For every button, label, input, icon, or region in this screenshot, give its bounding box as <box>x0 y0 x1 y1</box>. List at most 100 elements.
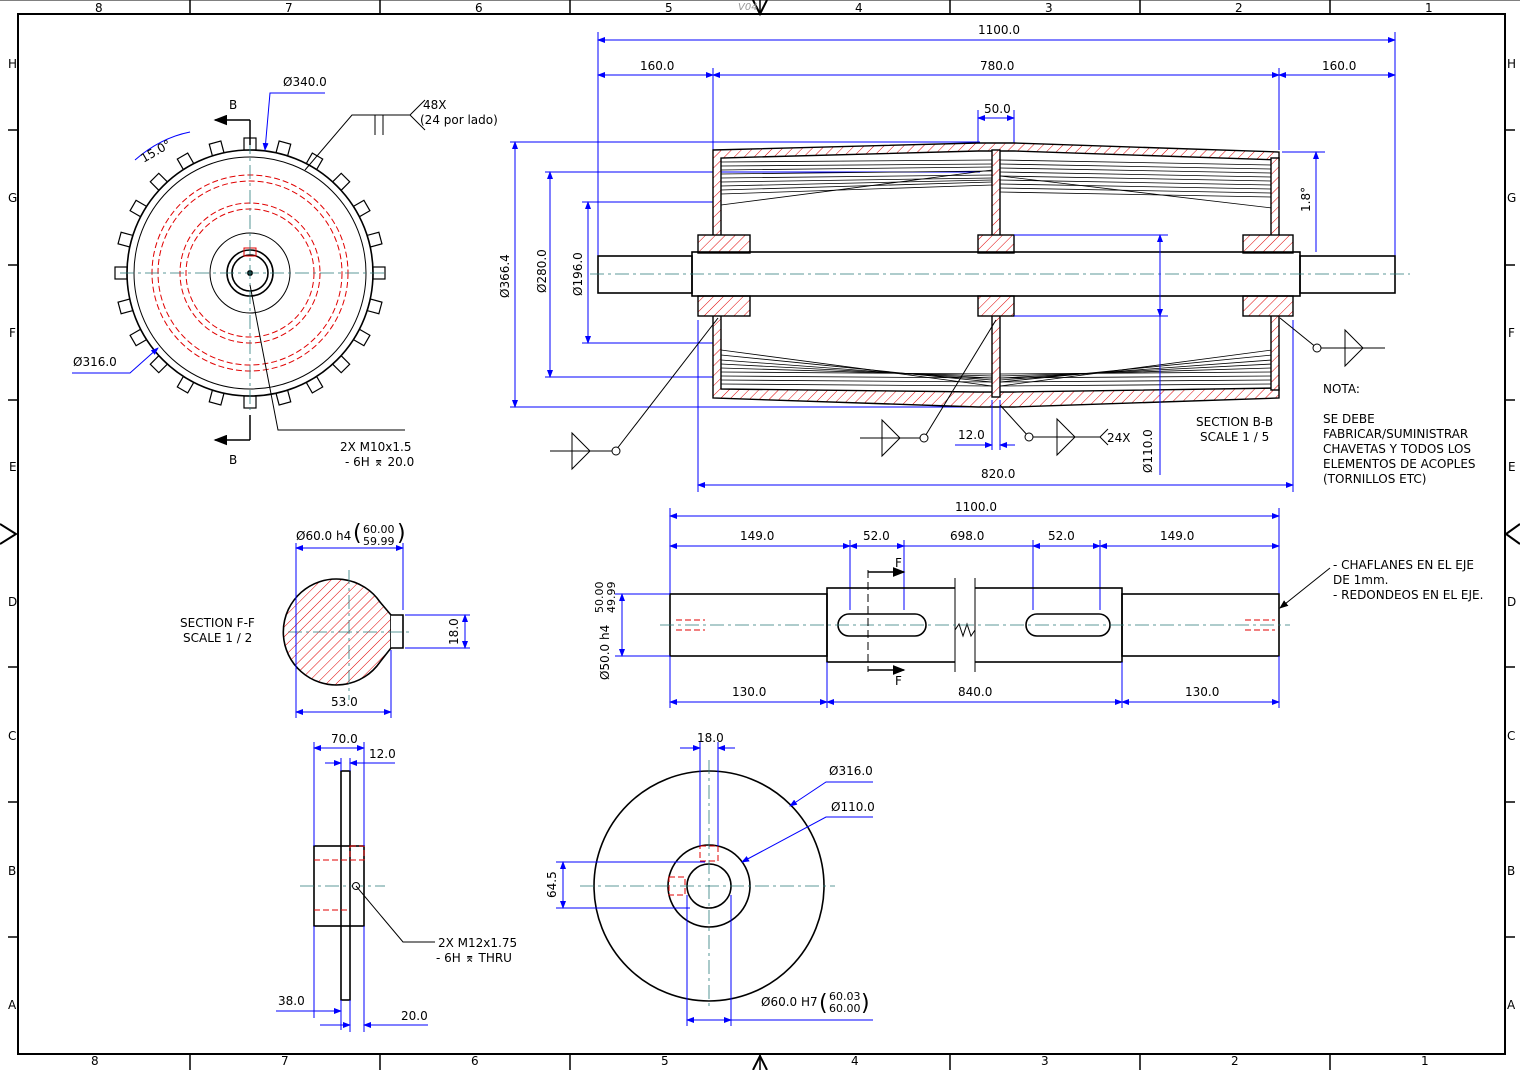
section-b-label-bottom: B <box>229 453 237 467</box>
drum-outer-diameter: Ø366.4 <box>498 254 512 298</box>
disc-hub-diameter: Ø110.0 <box>831 800 875 814</box>
sprocket-tooth <box>176 375 195 394</box>
note-block: NOTA: SE DEBE FABRICAR/SUMINISTRAR CHAVE… <box>1323 382 1476 486</box>
zone-col-1: 1 <box>1425 1 1433 15</box>
shaft-diameter: Ø110.0 <box>1141 429 1155 473</box>
section-ff-title: SECTION F-F <box>180 616 255 630</box>
shaft-tol-upper: 50.00 <box>593 582 606 614</box>
sprocket-thread-spec: 2X M10x1.5 <box>340 440 411 454</box>
sprocket-tooth <box>305 152 324 171</box>
zone-row-a-right: A <box>1507 998 1516 1012</box>
sprocket-tooth <box>129 199 148 218</box>
note-line-1: SE DEBE <box>1323 412 1375 426</box>
sprocket-tooth <box>305 375 324 394</box>
zone-labels: 8 7 6 5 4 3 2 1 V04 8 7 6 5 4 3 2 1 H G … <box>8 1 1516 1068</box>
zone-col-4-bottom: 4 <box>851 1054 859 1068</box>
section-ff-view: Ø60.0 h4 ( 60.00 59.99 ) 53.0 18.0 SECTI… <box>180 521 470 718</box>
sprocket-inner-diameter: Ø316.0 <box>73 355 117 369</box>
zone-col-3-bottom: 3 <box>1041 1054 1049 1068</box>
zone-col-7-bottom: 7 <box>281 1054 289 1068</box>
disc-bore-diameter: Ø60.0 H7 <box>761 995 818 1009</box>
shaft-note-chamfer-size: DE 1mm. <box>1333 573 1388 587</box>
teeth-per-side: (24 por lado) <box>420 113 498 127</box>
disc-diameter: Ø196.0 <box>571 252 585 296</box>
disc-outer-diameter: Ø316.0 <box>829 764 873 778</box>
ff-tol-paren-right: ) <box>397 521 406 546</box>
zone-row-d: D <box>8 595 17 609</box>
hub-offset-20: 20.0 <box>401 1009 428 1023</box>
hub-thread-spec: 2X M12x1.75 <box>438 936 517 950</box>
disc-tol-paren-left: ( <box>819 991 828 1016</box>
zone-row-c-right: C <box>1507 729 1515 743</box>
section-bb-title: SECTION B-B <box>1196 415 1273 429</box>
ff-width: 53.0 <box>331 695 358 709</box>
left-extension: 160.0 <box>640 59 674 73</box>
shaft-dim-c: 698.0 <box>950 529 984 543</box>
hub-thread-depth: - 6H ⌆ THRU <box>436 951 512 965</box>
sprocket-tooth <box>352 199 371 218</box>
zone-col-5-bottom: 5 <box>661 1054 669 1068</box>
shaft-overall-length: 1100.0 <box>955 500 997 514</box>
zone-col-6-bottom: 6 <box>471 1054 479 1068</box>
shaft-left-length: 130.0 <box>732 685 766 699</box>
section-b-label-top: B <box>229 98 237 112</box>
tooth-angle: 15.0° <box>138 137 173 165</box>
weld-gap: 12.0 <box>958 428 985 442</box>
teeth-count: 48X <box>423 98 447 112</box>
shaft-mid-length: 840.0 <box>958 685 992 699</box>
zone-col-8-bottom: 8 <box>91 1054 99 1068</box>
plate-thickness: 12.0 <box>369 747 396 761</box>
sprocket-tooth <box>352 328 371 347</box>
disc-keyway-height: 64.5 <box>545 871 559 898</box>
hub-width-70: 70.0 <box>331 732 358 746</box>
zone-row-d-right: D <box>1507 595 1516 609</box>
zone-row-a: A <box>8 998 17 1012</box>
shaft-note-fillet: - REDONDEOS EN EL EJE. <box>1333 588 1483 602</box>
right-extension: 160.0 <box>1322 59 1356 73</box>
section-bb-view: 1100.0 160.0 780.0 160.0 50.0 Ø366.4 Ø28… <box>498 23 1410 492</box>
ff-tol-paren-left: ( <box>353 521 362 546</box>
zone-col-7: 7 <box>285 1 293 15</box>
zone-row-f-right: F <box>1508 326 1515 340</box>
drum-inner-diameter: Ø280.0 <box>535 249 549 293</box>
zone-col-2: 2 <box>1235 1 1243 15</box>
section-ff-scale: SCALE 1 / 2 <box>183 631 252 645</box>
shaft-dim-e: 149.0 <box>1160 529 1194 543</box>
hub-span-length: 820.0 <box>981 467 1015 481</box>
zone-col-8: 8 <box>95 1 103 15</box>
zone-row-g-right: G <box>1507 191 1516 205</box>
roller-overall-length: 1100.0 <box>978 23 1020 37</box>
shaft-dim-b: 52.0 <box>863 529 890 543</box>
zone-col-5: 5 <box>665 1 673 15</box>
ff-key-width: 18.0 <box>447 618 461 645</box>
ff-diameter: Ø60.0 h4 <box>296 529 351 543</box>
disc-key-width: 18.0 <box>697 731 724 745</box>
zone-col-1-bottom: 1 <box>1421 1054 1429 1068</box>
sprocket-tooth <box>129 328 148 347</box>
zone-row-b: B <box>8 864 16 878</box>
note-line-5: (TORNILLOS ETC) <box>1323 472 1426 486</box>
shaft-note-chamfer: - CHAFLANES EN EL EJE <box>1333 558 1474 572</box>
taper-angle: 1.8° <box>1299 187 1313 212</box>
zone-row-g: G <box>8 191 17 205</box>
hub-offset-38: 38.0 <box>278 994 305 1008</box>
hub-side-view: 70.0 12.0 38.0 20.0 2X M12x1.75 - 6H ⌆ T… <box>276 732 517 1032</box>
shaft-view: 1100.0 149.0 52.0 698.0 52.0 149.0 <box>593 500 1483 708</box>
sprocket-tooth <box>331 172 351 192</box>
note-line-2: FABRICAR/SUMINISTRAR <box>1323 427 1468 441</box>
disc-view: 18.0 Ø316.0 Ø110.0 64.5 Ø60.0 H7 ( 60.03… <box>545 731 875 1026</box>
zone-col-4: 4 <box>855 1 863 15</box>
sprocket-tooth <box>176 152 195 171</box>
note-line-3: CHAVETAS Y TODOS LOS <box>1323 442 1471 456</box>
zone-col-6: 6 <box>475 1 483 15</box>
zone-row-h: H <box>8 57 17 71</box>
sprocket-tooth <box>149 172 169 192</box>
zone-col-2-bottom: 2 <box>1231 1054 1239 1068</box>
disc-tol-upper: 60.03 <box>829 990 861 1003</box>
shaft-dim-a: 149.0 <box>740 529 774 543</box>
section-f-label-top: F <box>895 556 902 570</box>
shaft-dim-d: 52.0 <box>1048 529 1075 543</box>
zone-row-b-right: B <box>1507 864 1515 878</box>
